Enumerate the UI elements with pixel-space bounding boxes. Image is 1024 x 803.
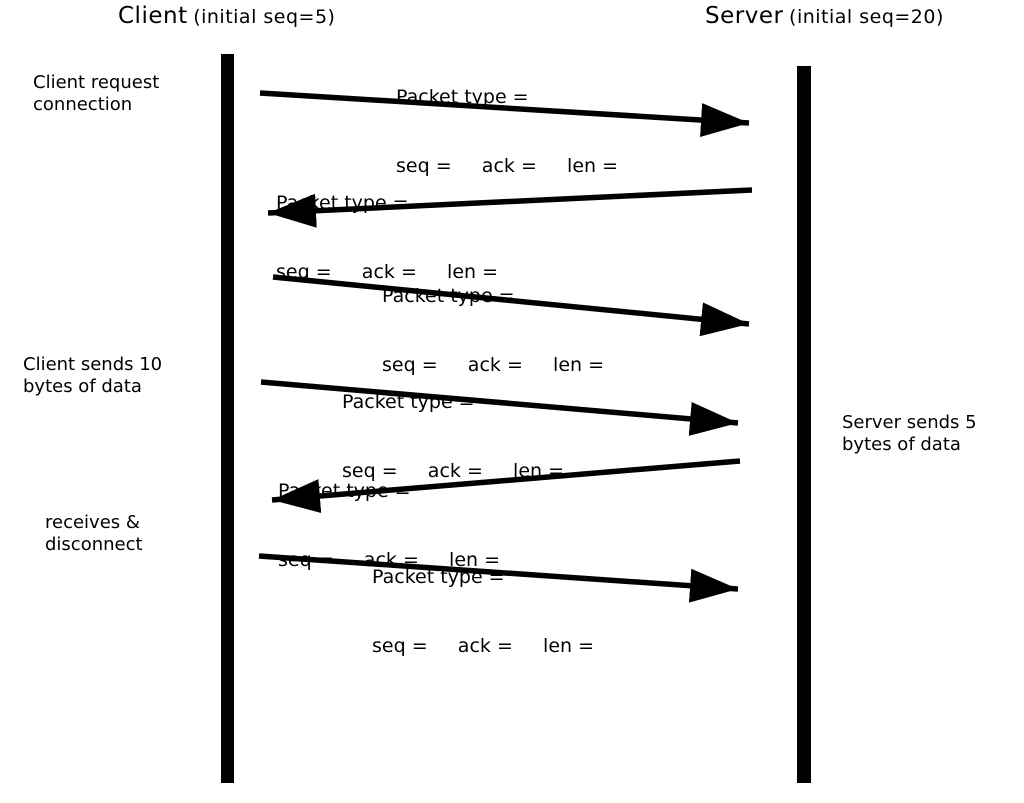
message-arrow-3-client-ack — [272, 274, 750, 337]
message-label-3: Packet type = seq = ack = len = — [382, 239, 604, 423]
message-label-5-line1: Packet type = — [278, 480, 411, 502]
client-title: Client (initial seq=5) — [118, 2, 335, 32]
message-label-5-line2: seq = ack = len = — [278, 549, 501, 571]
client-detail: (initial seq=5) — [193, 6, 336, 28]
note-client-request: Client request connection — [33, 72, 160, 115]
client-lifeline — [221, 54, 234, 783]
client-name: Client — [118, 3, 188, 29]
server-title: Server (initial seq=20) — [705, 2, 944, 32]
message-label-2-line2: seq = ack = len = — [276, 261, 499, 283]
message-label-1-line2: seq = ack = len = — [396, 155, 619, 177]
message-label-6: Packet type = seq = ack = len = — [372, 520, 594, 704]
message-label-3-line1: Packet type = — [382, 285, 515, 307]
message-label-3-line2: seq = ack = len = — [382, 354, 605, 376]
message-label-6-line1: Packet type = — [372, 566, 505, 588]
note-server-sends: Server sends 5 bytes of data — [842, 412, 977, 455]
message-label-4-line1: Packet type = — [342, 391, 475, 413]
message-arrow-1-client-request — [259, 90, 750, 138]
message-label-4: Packet type = seq = ack = len = — [342, 345, 564, 529]
message-arrow-4-client-data — [260, 379, 739, 436]
message-label-5: Packet type = seq = ack = len = — [278, 434, 500, 618]
message-label-1: Packet type = seq = ack = len = — [396, 40, 618, 224]
server-name: Server — [705, 3, 784, 29]
message-label-4-line2: seq = ack = len = — [342, 460, 565, 482]
note-client-receives-disconnect: receives & disconnect — [45, 512, 143, 555]
server-lifeline — [797, 66, 811, 783]
message-label-2: Packet type = seq = ack = len = — [276, 146, 498, 330]
message-arrow-2-server-reply — [267, 187, 753, 228]
message-label-6-line2: seq = ack = len = — [372, 635, 595, 657]
message-label-1-line1: Packet type = — [396, 86, 529, 108]
message-arrow-5-server-data — [271, 458, 741, 513]
note-client-sends: Client sends 10 bytes of data — [23, 354, 163, 397]
server-detail: (initial seq=20) — [789, 6, 944, 28]
message-label-2-line1: Packet type = — [276, 192, 409, 214]
message-arrow-6-client-disconnect — [258, 553, 739, 603]
